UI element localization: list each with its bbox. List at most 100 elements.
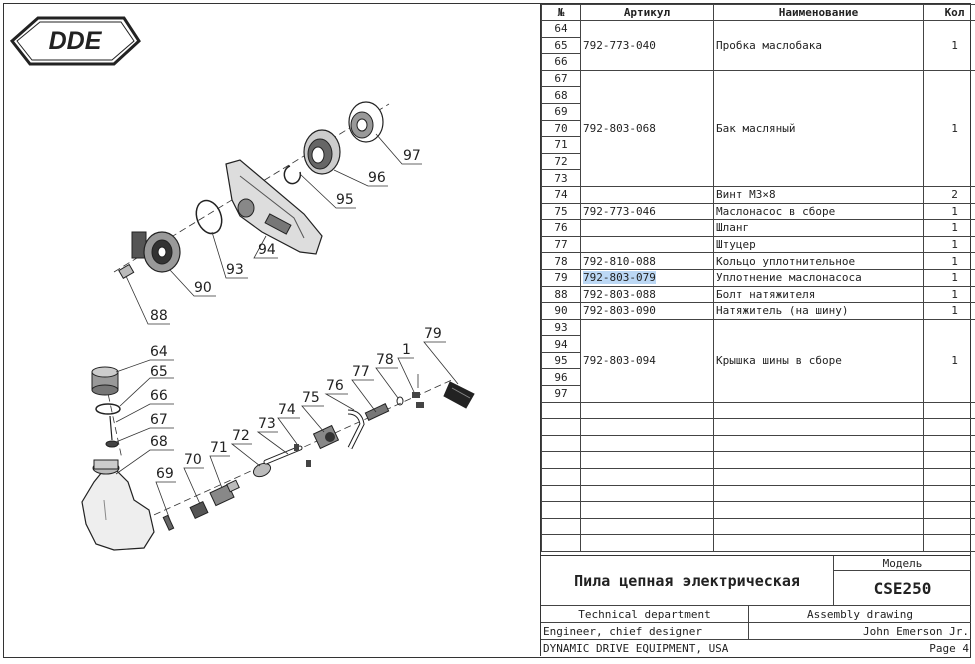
callout-94: 94 bbox=[258, 242, 276, 258]
article-cell[interactable] bbox=[580, 219, 714, 237]
article-cell[interactable] bbox=[580, 185, 714, 204]
article-text[interactable]: 792-773-046 bbox=[583, 204, 656, 218]
article-cell[interactable]: 792-803-068 bbox=[580, 69, 714, 187]
part-95 bbox=[283, 165, 302, 185]
qty-cell: 1 bbox=[923, 235, 975, 254]
row-number: 79 bbox=[541, 268, 581, 287]
callout-67: 67 bbox=[150, 412, 168, 428]
article-cell[interactable]: 792-810-088 bbox=[580, 252, 714, 270]
name-cell: Пробка маслобака bbox=[713, 20, 924, 71]
article-cell[interactable]: 792-773-046 bbox=[580, 202, 714, 221]
product-name: Пила цепная электрическая bbox=[541, 556, 834, 605]
callout-75: 75 bbox=[302, 390, 320, 406]
row-number: 72 bbox=[541, 152, 581, 171]
callout-64: 64 bbox=[150, 344, 168, 360]
row-number: 88 bbox=[541, 285, 581, 304]
article-text[interactable]: 792-803-068 bbox=[583, 121, 656, 135]
role: Engineer, chief designer bbox=[541, 623, 749, 639]
article-text[interactable]: 792-803-094 bbox=[583, 354, 656, 368]
callout-72: 72 bbox=[232, 428, 250, 444]
qty-cell: 2 bbox=[923, 185, 975, 204]
qty-cell: 1 bbox=[923, 318, 975, 403]
article-text[interactable]: 792-810-088 bbox=[583, 254, 656, 268]
callout-1: 1 bbox=[402, 342, 411, 358]
page-number: Page 4 bbox=[929, 642, 969, 655]
name-cell: Уплотнение маслонасоса bbox=[713, 268, 924, 287]
row-number: 78 bbox=[541, 252, 581, 270]
article-cell[interactable]: 792-803-079 bbox=[580, 268, 714, 287]
empty-row bbox=[541, 451, 975, 470]
part-96 bbox=[303, 129, 341, 175]
department: Technical department bbox=[541, 606, 749, 622]
part-64 bbox=[91, 366, 119, 396]
empty-row bbox=[541, 517, 975, 536]
empty-row bbox=[541, 468, 975, 486]
name-cell: Бак масляный bbox=[713, 69, 924, 187]
callout-68: 68 bbox=[150, 434, 168, 450]
article-cell[interactable]: 792-773-040 bbox=[580, 20, 714, 71]
article-text[interactable]: 792-803-090 bbox=[583, 304, 656, 318]
part-88 bbox=[118, 263, 135, 280]
part-70 bbox=[189, 500, 209, 520]
row-number: 75 bbox=[541, 202, 581, 221]
article-cell[interactable]: 792-803-088 bbox=[580, 285, 714, 304]
part-67 bbox=[105, 440, 119, 448]
dde-logo: DDE bbox=[9, 16, 141, 66]
exploded-view-drawing: DDE bbox=[4, 4, 539, 656]
part-77 bbox=[364, 403, 390, 421]
row-number: 90 bbox=[541, 302, 581, 320]
table-row: 96 bbox=[541, 368, 975, 387]
model-label: Модель bbox=[834, 556, 971, 571]
name-cell: Шланг bbox=[713, 219, 924, 237]
article-cell[interactable] bbox=[580, 235, 714, 254]
header-no: № bbox=[541, 4, 581, 21]
callout-71: 71 bbox=[210, 440, 228, 456]
table-row: 68 bbox=[541, 86, 975, 104]
article-text[interactable]: 792-803-079 bbox=[583, 271, 656, 285]
empty-row bbox=[541, 418, 975, 436]
doc-type: Assembly drawing bbox=[807, 607, 913, 621]
part-74 bbox=[294, 444, 311, 467]
callout-93: 93 bbox=[226, 262, 244, 278]
part-71 bbox=[209, 479, 240, 507]
part-79 bbox=[443, 381, 475, 409]
company: DYNAMIC DRIVE EQUIPMENT, USA bbox=[543, 642, 729, 655]
name-cell: Кольцо уплотнительное bbox=[713, 252, 924, 270]
part-90 bbox=[131, 231, 181, 273]
row-number: 71 bbox=[541, 136, 581, 154]
row-number: 65 bbox=[541, 36, 581, 55]
name-cell: Винт М3×8 bbox=[713, 185, 924, 204]
part-69 bbox=[162, 514, 175, 531]
part-78 bbox=[396, 396, 404, 406]
part-66 bbox=[109, 415, 113, 441]
name-cell: Натяжитель (на шину) bbox=[713, 302, 924, 320]
empty-row bbox=[541, 401, 975, 420]
qty-cell: 1 bbox=[923, 252, 975, 270]
callout-96: 96 bbox=[368, 170, 386, 186]
article-cell[interactable]: 792-803-090 bbox=[580, 302, 714, 320]
callout-74: 74 bbox=[278, 402, 296, 418]
qty-cell: 1 bbox=[923, 302, 975, 320]
article-text[interactable]: 792-803-088 bbox=[583, 287, 656, 301]
callout-76: 76 bbox=[326, 378, 344, 394]
callout-73: 73 bbox=[258, 416, 276, 432]
qty-cell: 1 bbox=[923, 202, 975, 221]
table-row: 66 bbox=[541, 53, 975, 71]
row-number: 64 bbox=[541, 20, 581, 38]
article-cell[interactable]: 792-803-094 bbox=[580, 318, 714, 403]
row-number: 68 bbox=[541, 86, 581, 104]
row-number: 97 bbox=[541, 385, 581, 403]
part-75 bbox=[312, 424, 340, 450]
callout-77: 77 bbox=[352, 364, 370, 380]
part-97 bbox=[348, 101, 384, 143]
row-number: 96 bbox=[541, 368, 581, 387]
article-text[interactable]: 792-773-040 bbox=[583, 38, 656, 52]
callout-95: 95 bbox=[336, 192, 354, 208]
row-number: 70 bbox=[541, 119, 581, 138]
